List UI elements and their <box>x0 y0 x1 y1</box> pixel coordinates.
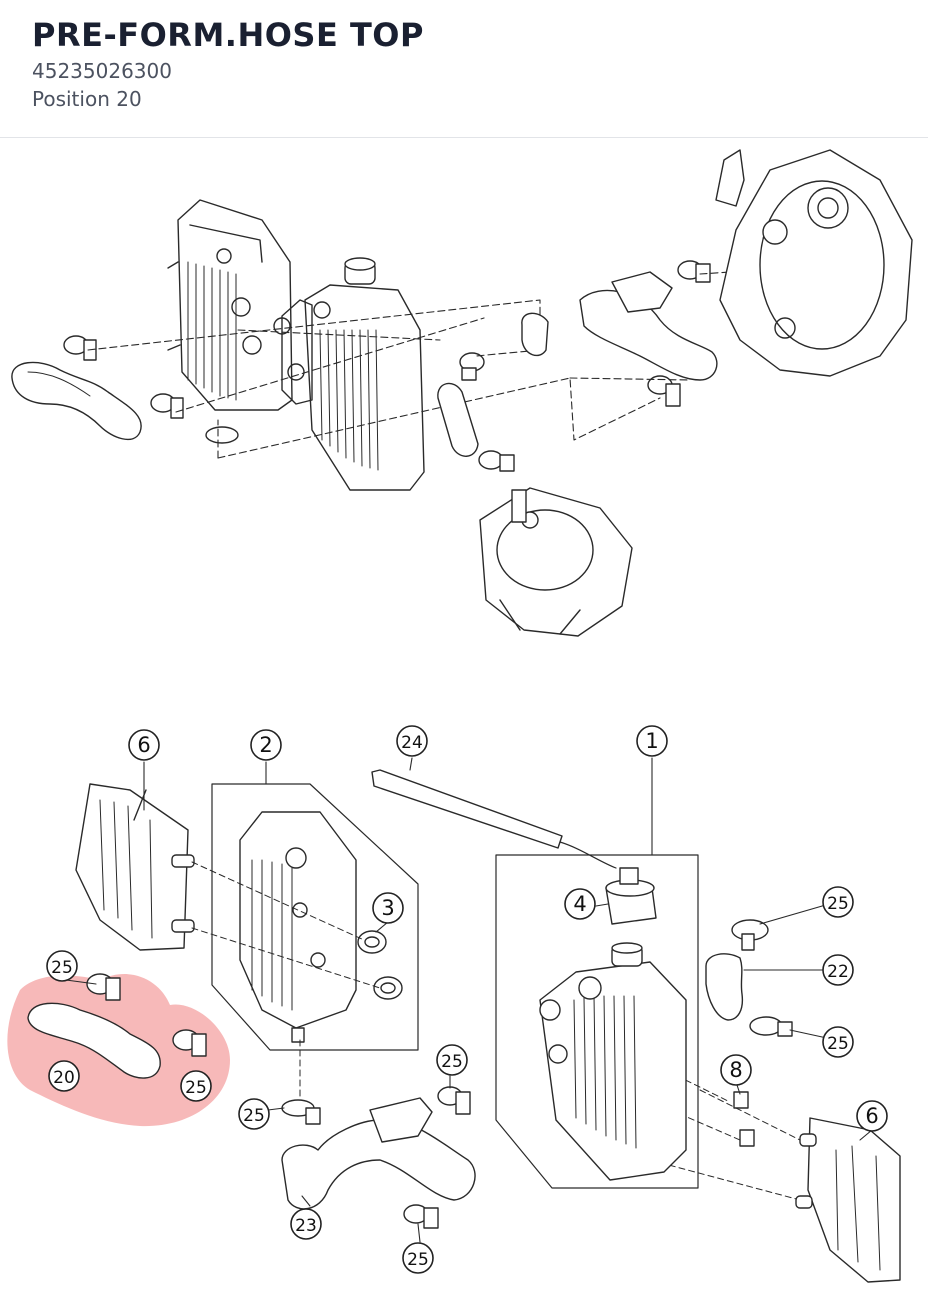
callout-label-c8: 8 <box>729 1058 742 1082</box>
callout-circle-c20 <box>48 1060 80 1092</box>
overview-elbow-hose <box>521 312 549 357</box>
part-header: PRE-FORM.HOSE TOP 45235026300 Position 2… <box>0 0 928 138</box>
callout-label-c25g: 25 <box>407 1250 429 1270</box>
callout-circle-c24 <box>396 725 428 757</box>
callout-circle-c25e <box>822 1026 854 1058</box>
callout-label-c25a: 25 <box>51 958 73 978</box>
part-25-clamps <box>86 919 793 1229</box>
overview-hose-vertical <box>437 382 479 457</box>
callout-circle-c23 <box>290 1208 322 1240</box>
callout-label-c24: 24 <box>401 733 423 753</box>
overview-hose-left <box>11 361 142 441</box>
callout-label-c23: 23 <box>295 1216 317 1236</box>
callout-circle-c25b <box>180 1070 212 1102</box>
part-6-shroud-left <box>75 783 195 951</box>
callout-label-c25d: 25 <box>827 894 849 914</box>
callout-label-c25f: 25 <box>243 1106 265 1126</box>
part-4-radiator-cap <box>605 867 657 925</box>
callout-circle-c6b <box>856 1100 888 1132</box>
callout-circle-c4 <box>564 888 596 920</box>
callout-circle-c22 <box>822 954 854 986</box>
callout-circle-c6a <box>128 729 160 761</box>
overview-engine-cover <box>715 149 913 377</box>
part-title: PRE-FORM.HOSE TOP <box>32 16 424 54</box>
callout-label-c2: 2 <box>259 733 272 757</box>
overview-right-radiator <box>273 257 425 491</box>
part-3-grommets <box>357 930 403 1000</box>
overview-cylinder <box>479 487 633 637</box>
part-6-shroud-right <box>795 1117 901 1283</box>
overview-clamps <box>63 260 711 472</box>
part-2-bracket-box <box>211 783 419 1051</box>
callout-label-c25c: 25 <box>441 1052 463 1072</box>
part-23-hose <box>281 1118 476 1210</box>
part-2-radiator <box>239 811 357 1043</box>
callout-circle-c1 <box>636 725 668 757</box>
part-number: 45235026300 <box>32 59 172 83</box>
part-24-vent-hose <box>371 769 563 849</box>
callout-circle-c25f <box>238 1098 270 1130</box>
callout-label-c25e: 25 <box>827 1034 849 1054</box>
callout-circle-c25c <box>436 1044 468 1076</box>
callout-label-c3: 3 <box>381 896 394 920</box>
overview-drawing <box>11 149 913 637</box>
callout-circle-c8 <box>720 1054 752 1086</box>
parts-drawing <box>7 757 901 1283</box>
callout-label-c6a: 6 <box>137 733 150 757</box>
part-1-bracket-box <box>495 854 699 1189</box>
callout-label-c22: 22 <box>827 962 849 982</box>
callout-label-c6b: 6 <box>865 1104 878 1128</box>
callout-label-c1: 1 <box>645 729 658 753</box>
exploded-parts-diagram: 6 2 24 1 3 4 25 20 25 25 22 25 25 8 25 6 23 25 <box>0 139 928 1290</box>
part-position: Position 20 <box>32 87 142 111</box>
callout-labels: 6 2 24 1 3 4 25 20 25 25 22 25 25 8 25 6 23 25 <box>46 725 888 1274</box>
overview-left-radiator <box>167 199 293 411</box>
part-8-screws <box>733 1091 755 1147</box>
callout-circle-c25d <box>822 886 854 918</box>
part-1-radiator <box>539 942 687 1181</box>
callout-label-c20: 20 <box>53 1068 75 1088</box>
callout-circle-c25g <box>402 1242 434 1274</box>
part-22-hose <box>705 953 744 1021</box>
callout-circle-c2 <box>250 729 282 761</box>
callout-circle-c25a <box>46 950 78 982</box>
part-20-hose <box>27 1002 161 1079</box>
callout-circle-c3 <box>372 892 404 924</box>
callout-label-c25b: 25 <box>185 1078 207 1098</box>
callout-label-c4: 4 <box>573 892 586 916</box>
